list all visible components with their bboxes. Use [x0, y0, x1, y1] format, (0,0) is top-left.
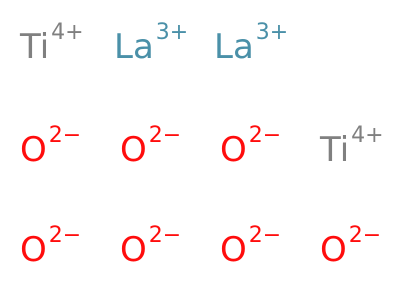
ion-symbol: O — [120, 230, 147, 270]
ion-symbol: Ti — [320, 130, 350, 170]
ion-charge: 3+ — [255, 20, 289, 45]
lanthanum-ion: La3+ — [214, 22, 288, 67]
lanthanum-ion: La3+ — [114, 22, 188, 67]
ion-symbol: La — [214, 27, 254, 67]
ion-charge: 2− — [48, 123, 82, 148]
ion-charge: 2− — [148, 223, 182, 248]
oxide-ion: O2− — [120, 225, 181, 270]
ion-symbol: O — [20, 130, 47, 170]
ion-symbol: O — [120, 130, 147, 170]
ion-charge: 2− — [48, 223, 82, 248]
ion-symbol: O — [220, 130, 247, 170]
ion-symbol: O — [20, 230, 47, 270]
ion-charge: 3+ — [155, 20, 189, 45]
ion-charge: 2− — [148, 123, 182, 148]
ion-symbol: O — [320, 230, 347, 270]
ion-charge: 2− — [248, 123, 282, 148]
ion-charge: 2− — [348, 223, 382, 248]
ion-charge: 2− — [248, 223, 282, 248]
oxide-ion: O2− — [220, 125, 281, 170]
oxide-ion: O2− — [320, 225, 381, 270]
ion-charge: 4+ — [51, 20, 84, 45]
oxide-ion: O2− — [20, 225, 81, 270]
ion-symbol: La — [114, 27, 154, 67]
oxide-ion: O2− — [120, 125, 181, 170]
oxide-ion: O2− — [220, 225, 281, 270]
ion-symbol: Ti — [20, 27, 50, 67]
oxide-ion: O2− — [20, 125, 81, 170]
ion-symbol: O — [220, 230, 247, 270]
titanium-ion: Ti4+ — [20, 22, 84, 67]
ion-charge: 4+ — [351, 123, 384, 148]
titanium-ion: Ti4+ — [320, 125, 384, 170]
